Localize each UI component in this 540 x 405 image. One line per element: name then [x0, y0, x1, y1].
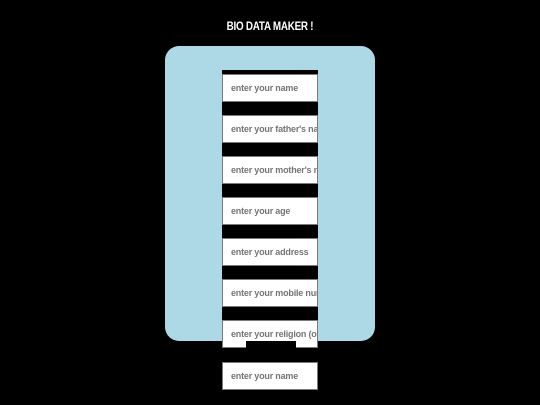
extra-name-input[interactable]: [222, 362, 318, 390]
father-name-input[interactable]: [222, 115, 318, 143]
address-input[interactable]: [222, 238, 318, 266]
mother-name-input[interactable]: [222, 156, 318, 184]
age-input[interactable]: [222, 197, 318, 225]
name-input[interactable]: [222, 74, 318, 102]
form-divider: [246, 341, 296, 350]
page-title: BIO DATA MAKER !: [226, 19, 314, 33]
mobile-number-input[interactable]: [222, 279, 318, 307]
